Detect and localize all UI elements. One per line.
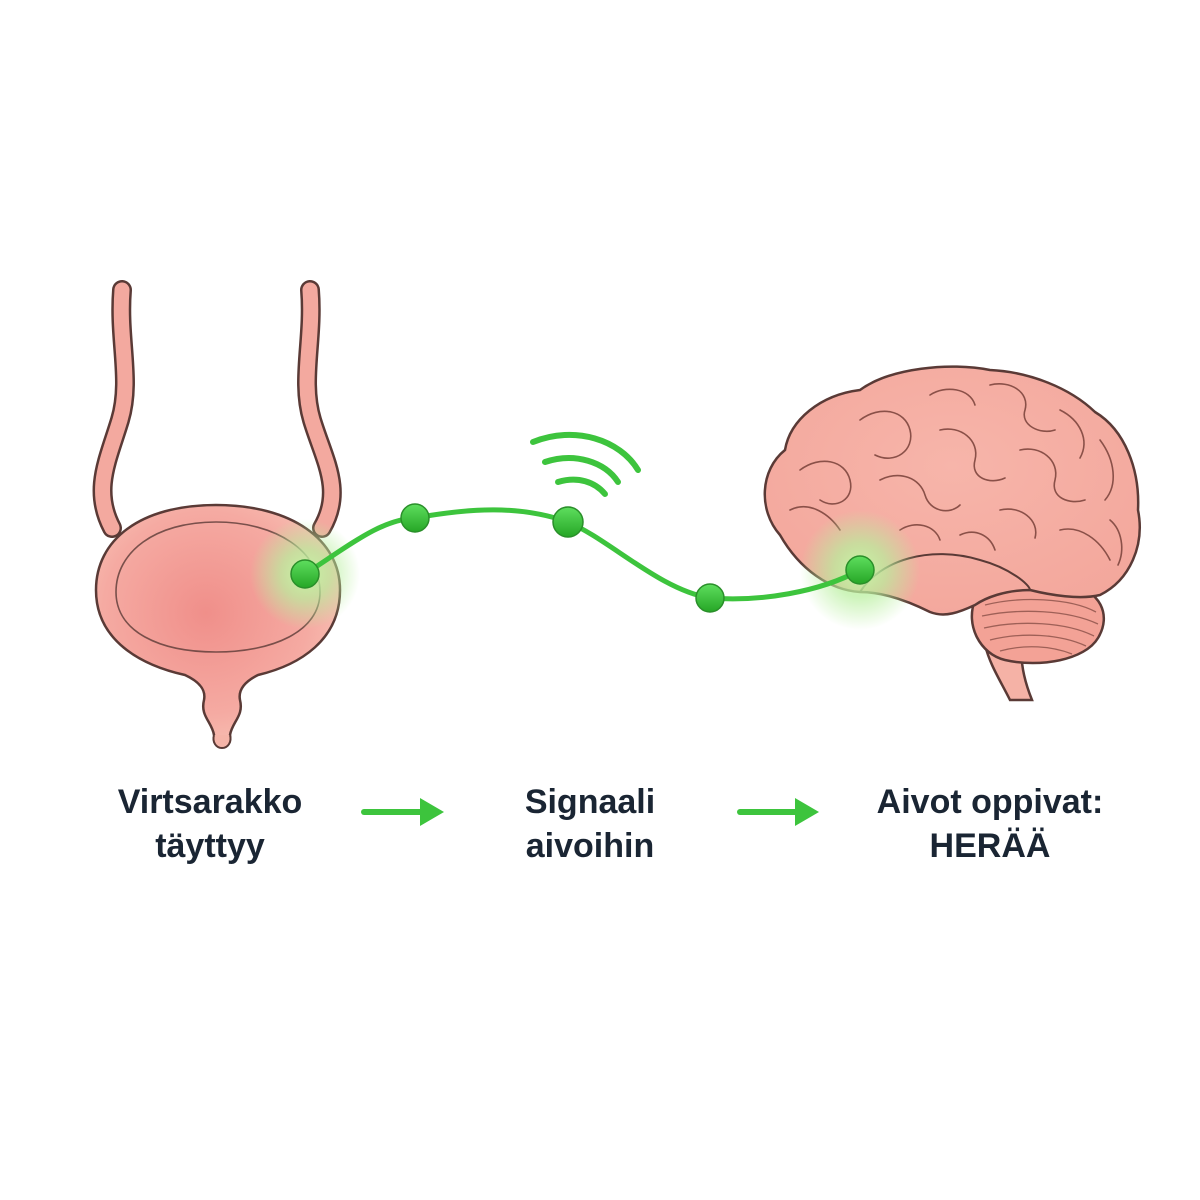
- brain-folds: [789, 383, 1123, 566]
- signal-node-bladder: [290, 559, 320, 589]
- step-label-line: aivoihin: [525, 827, 655, 865]
- signal-node-3: [695, 583, 725, 613]
- step-label-line: Aivot oppivat:: [876, 783, 1104, 821]
- signal-node-2: [552, 506, 584, 538]
- step-label-signal: Signaali aivoihin: [440, 780, 740, 868]
- signal-waves-icon: [530, 431, 641, 497]
- cerebellum-folds: [981, 598, 1099, 655]
- signal-node-1: [400, 503, 430, 533]
- step-label-line: HERÄÄ: [929, 827, 1051, 865]
- step-label-brain: Aivot oppivat: HERÄÄ: [820, 780, 1160, 868]
- step-label-line: Signaali: [524, 783, 656, 821]
- bladder-icon: [92, 280, 342, 750]
- arrow-right-icon: [361, 798, 444, 826]
- step-label-line: täyttyy: [155, 827, 265, 865]
- arrow-right-icon: [737, 798, 819, 826]
- step-label-bladder: Virtsarakko täyttyy: [60, 780, 360, 868]
- step-label-line: Virtsarakko: [117, 783, 303, 821]
- signal-node-brain: [845, 555, 875, 585]
